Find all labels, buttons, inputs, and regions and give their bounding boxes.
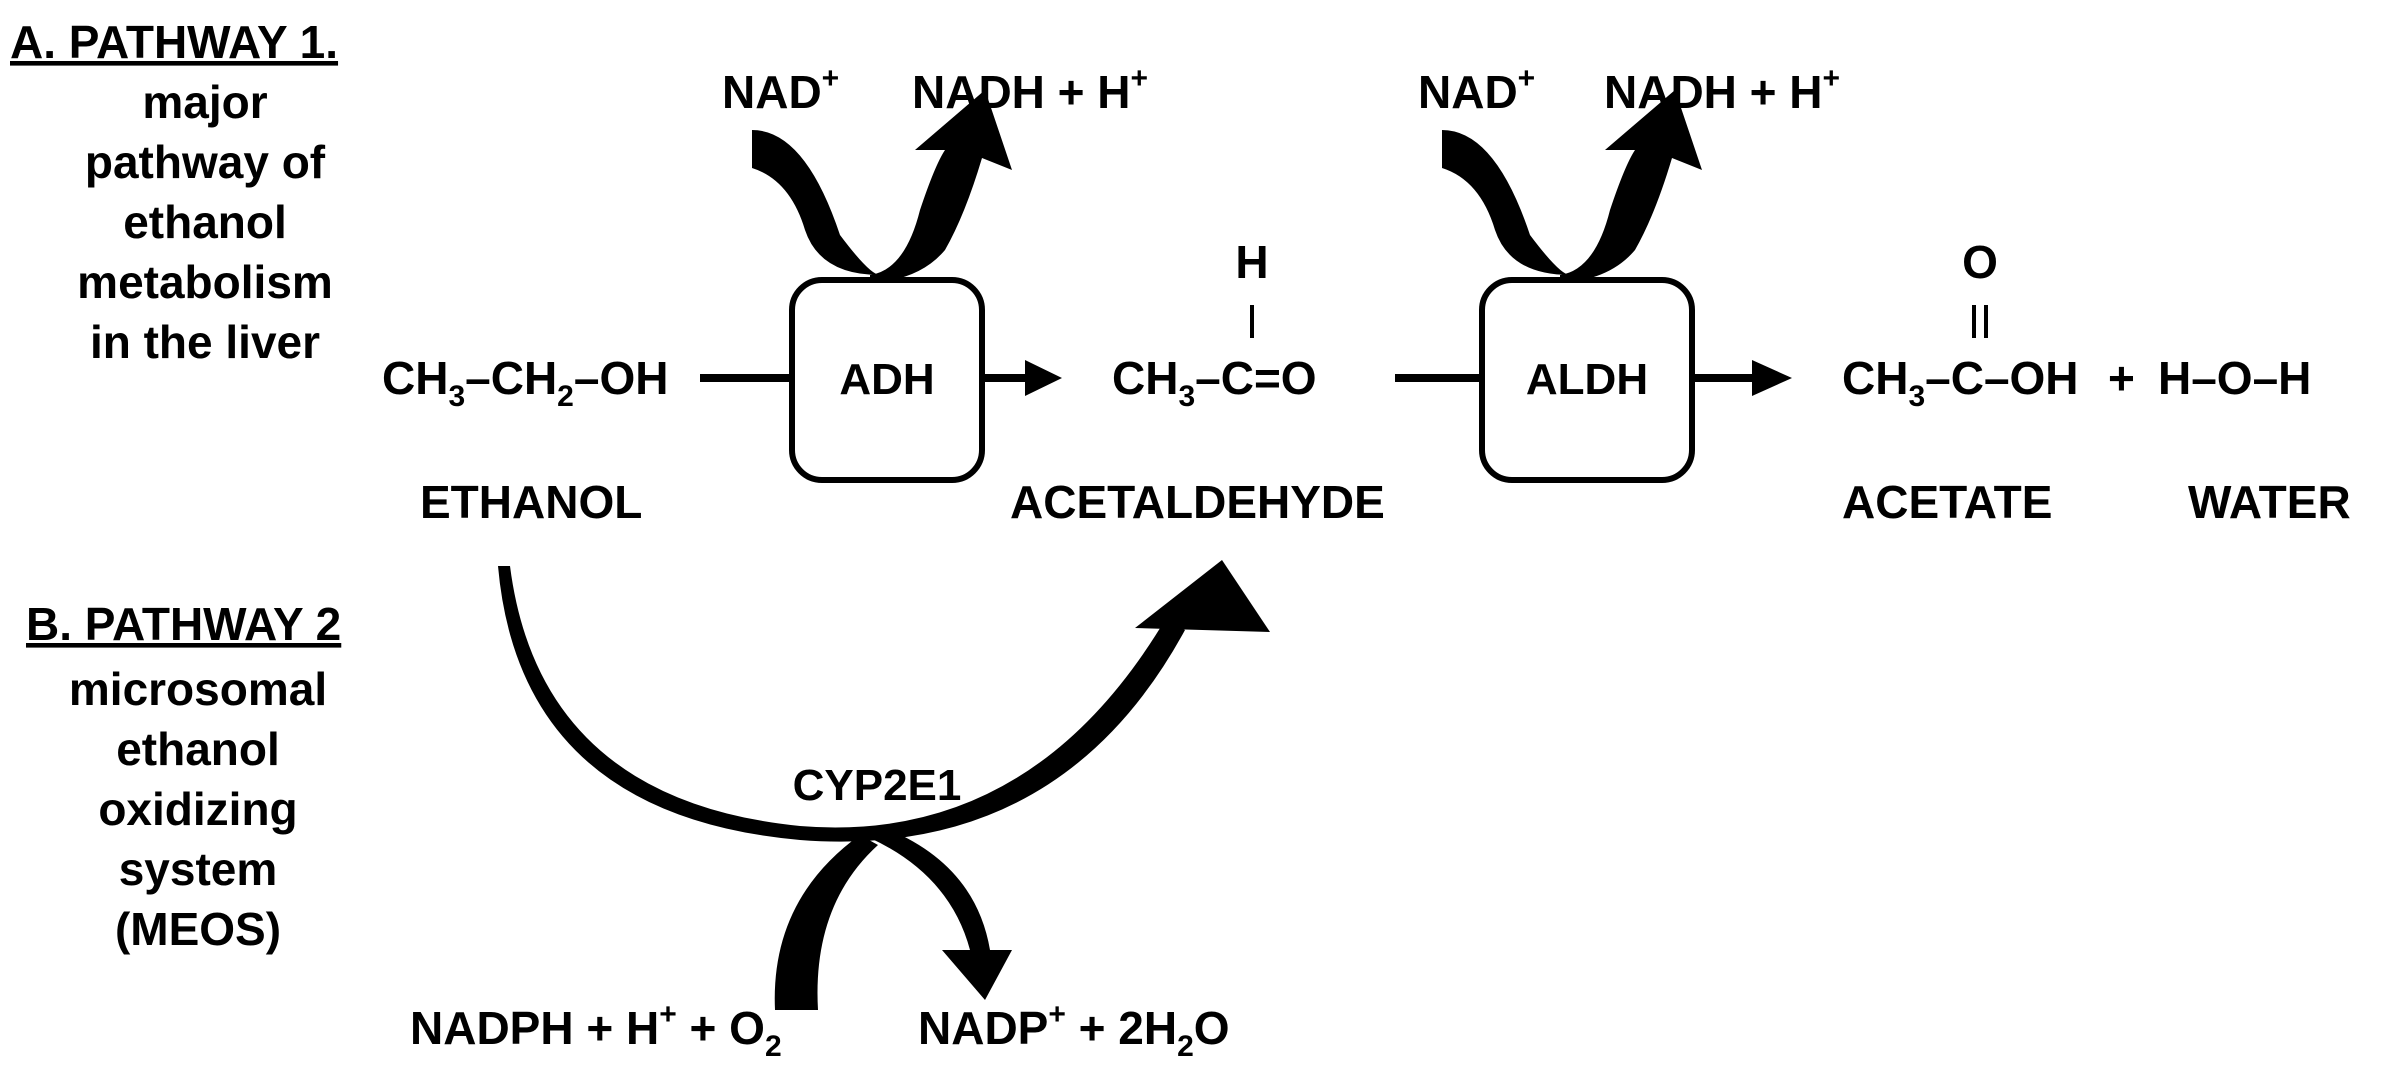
nad-in-curve-2 — [1442, 130, 1570, 275]
nadh-label-1: NADH + H+ — [912, 62, 1148, 118]
meos-arrow — [498, 560, 1270, 842]
nad-in-curve — [752, 130, 880, 275]
pathway-b-title: B. PATHWAY 2 — [26, 598, 341, 650]
adh-cofactor-arrows — [752, 90, 1012, 283]
acetate-o-atom: O — [1962, 236, 1998, 288]
aldh-cofactor-arrows — [1442, 90, 1702, 283]
pathway-b-desc-line: ethanol — [116, 723, 280, 775]
pathway-b-desc-line: (MEOS) — [115, 903, 281, 955]
aldh-enzyme-box: ALDH — [1479, 277, 1695, 483]
pathway-a-desc-line: pathway of — [85, 136, 326, 188]
nadh-out-curve — [870, 90, 1012, 283]
pathway-b-label: B. PATHWAY 2 microsomal ethanol oxidizin… — [26, 598, 341, 955]
pathway-a-desc-line: in the liver — [90, 316, 320, 368]
ethanol: CH3–CH2–OH ETHANOL — [382, 352, 668, 528]
nadp-label: NADP+ + 2H2O — [918, 998, 1230, 1063]
meos-cofactor-arrows — [774, 826, 1012, 1010]
acetate-name: ACETATE — [1842, 476, 2052, 528]
pathway-a-desc-line: major — [142, 76, 267, 128]
nadph-in-curve — [774, 835, 878, 1010]
water: H–O–H WATER — [2158, 352, 2351, 528]
plus-sign: + — [2108, 352, 2135, 404]
aldh-label: ALDH — [1526, 355, 1648, 404]
nadh-label-2: NADH + H+ — [1604, 62, 1840, 118]
water-formula: H–O–H — [2158, 352, 2311, 404]
pathway-a-label: A. PATHWAY 1. major pathway of ethanol m… — [10, 16, 338, 368]
cyp2e1-label: CYP2E1 — [793, 761, 962, 810]
aldh-arrowhead — [1752, 360, 1792, 396]
water-name: WATER — [2188, 476, 2351, 528]
acetaldehyde: H CH3–C=O ACETALDEHYDE — [1010, 236, 1385, 528]
main-reaction-arrows — [700, 360, 1792, 396]
nad-label-1: NAD+ — [722, 62, 839, 118]
acetate: O CH3–C–OH ACETATE — [1842, 236, 2079, 528]
nadph-label: NADPH + H+ + O2 — [410, 998, 782, 1063]
nadh-out-curve-2 — [1560, 90, 1702, 283]
adh-arrowhead — [1025, 360, 1062, 396]
pathway-a-desc-line: ethanol — [123, 196, 287, 248]
ethanol-formula: CH3–CH2–OH — [382, 352, 668, 413]
acetaldehyde-formula: CH3–C=O — [1112, 352, 1317, 413]
adh-label: ADH — [839, 355, 934, 404]
nad-label-2: NAD+ — [1418, 62, 1535, 118]
adh-enzyme-box: ADH — [789, 277, 985, 483]
pathway-b-desc-line: oxidizing — [98, 783, 297, 835]
acetate-formula: CH3–C–OH — [1842, 352, 2079, 413]
pathway-a-title: A. PATHWAY 1. — [10, 16, 338, 68]
acetaldehyde-name: ACETALDEHYDE — [1010, 476, 1385, 528]
pathway-b-desc-line: system — [119, 843, 278, 895]
meos-arrowhead — [1135, 560, 1270, 632]
pathway-b-desc-line: microsomal — [69, 663, 327, 715]
pathway-a-desc-line: metabolism — [77, 256, 333, 308]
acetaldehyde-h-atom: H — [1235, 236, 1268, 288]
ethanol-name: ETHANOL — [420, 476, 642, 528]
nadp-out-curve — [870, 826, 1012, 1000]
